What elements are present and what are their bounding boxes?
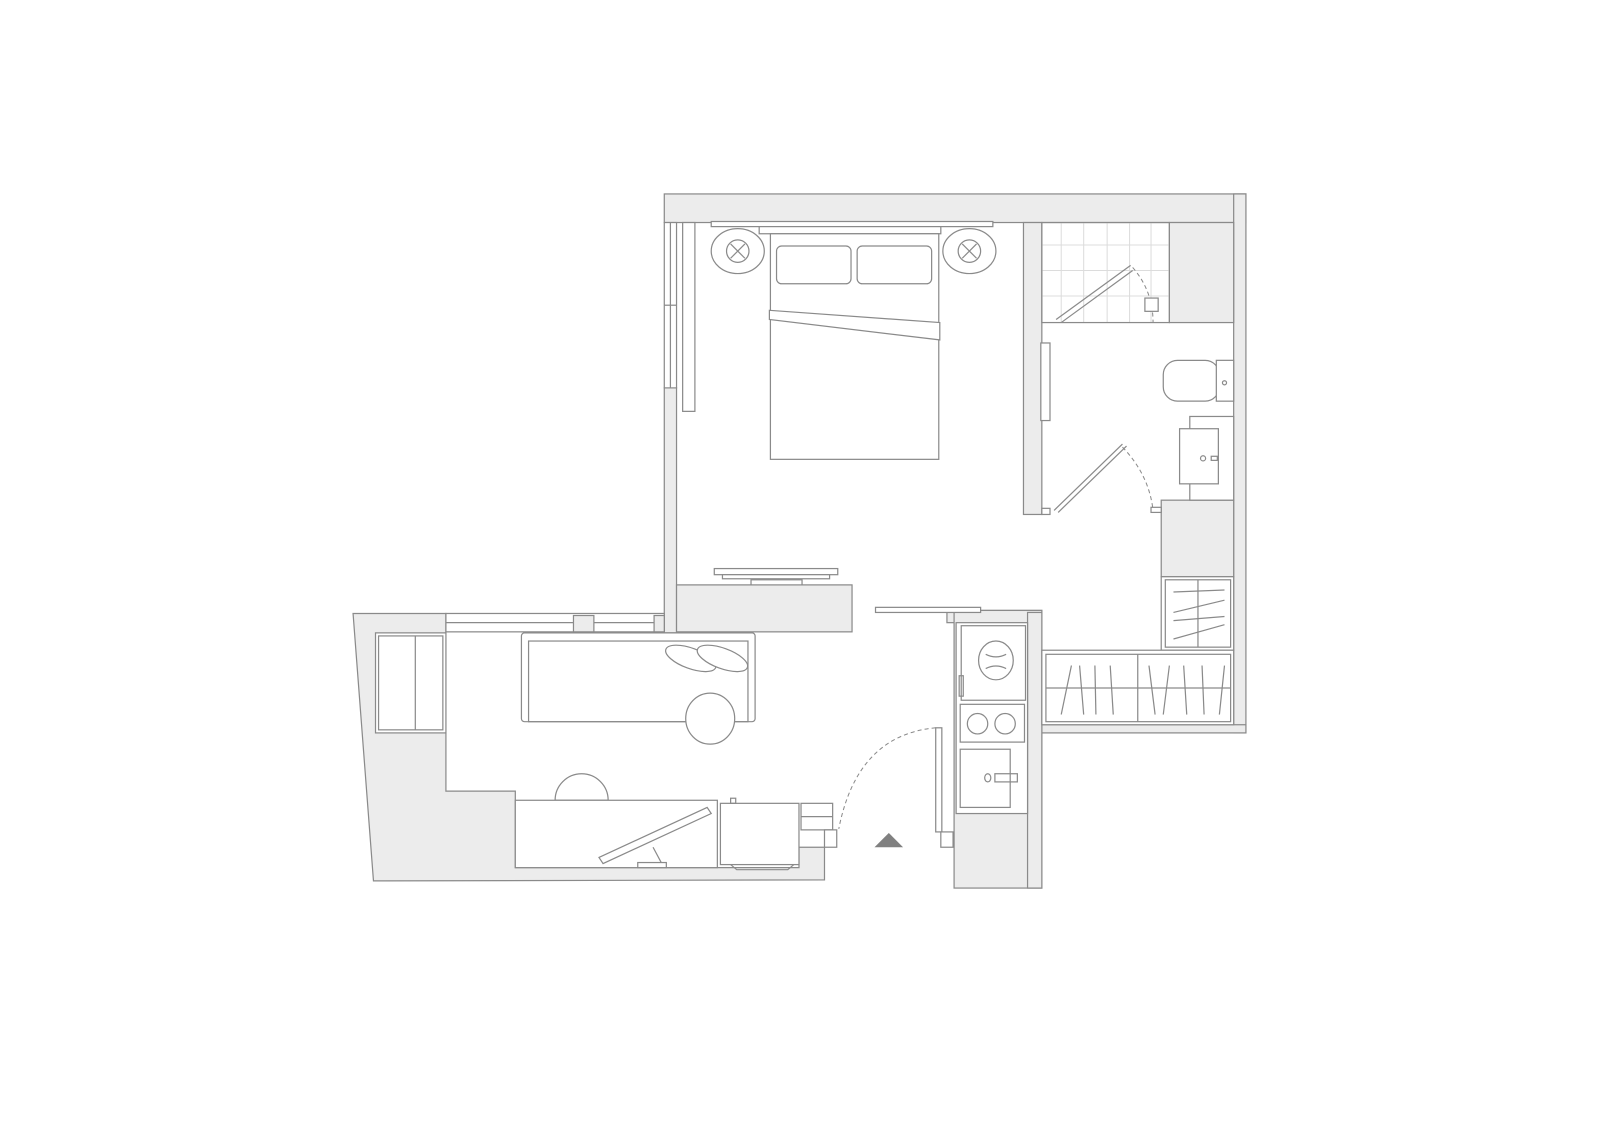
shower-tiles xyxy=(1041,222,1170,323)
windows xyxy=(445,221,696,633)
cooktop-icon xyxy=(959,703,1026,743)
entry-door xyxy=(838,727,954,848)
pillow-right xyxy=(856,245,933,285)
toilet-icon xyxy=(1162,359,1220,402)
nightstand-lamp-left-icon xyxy=(710,228,765,275)
side-table xyxy=(685,692,736,745)
kitchen xyxy=(874,606,1029,815)
bathroom xyxy=(1040,221,1235,516)
pillow-left xyxy=(775,245,852,285)
chair xyxy=(554,773,609,801)
living-furniture xyxy=(374,632,838,871)
bedroom-furniture xyxy=(710,220,997,586)
tv xyxy=(713,567,839,576)
nightstand-lamp-right-icon xyxy=(942,228,997,275)
wardrobes xyxy=(1041,576,1235,726)
entry-arrow-icon xyxy=(874,832,904,848)
